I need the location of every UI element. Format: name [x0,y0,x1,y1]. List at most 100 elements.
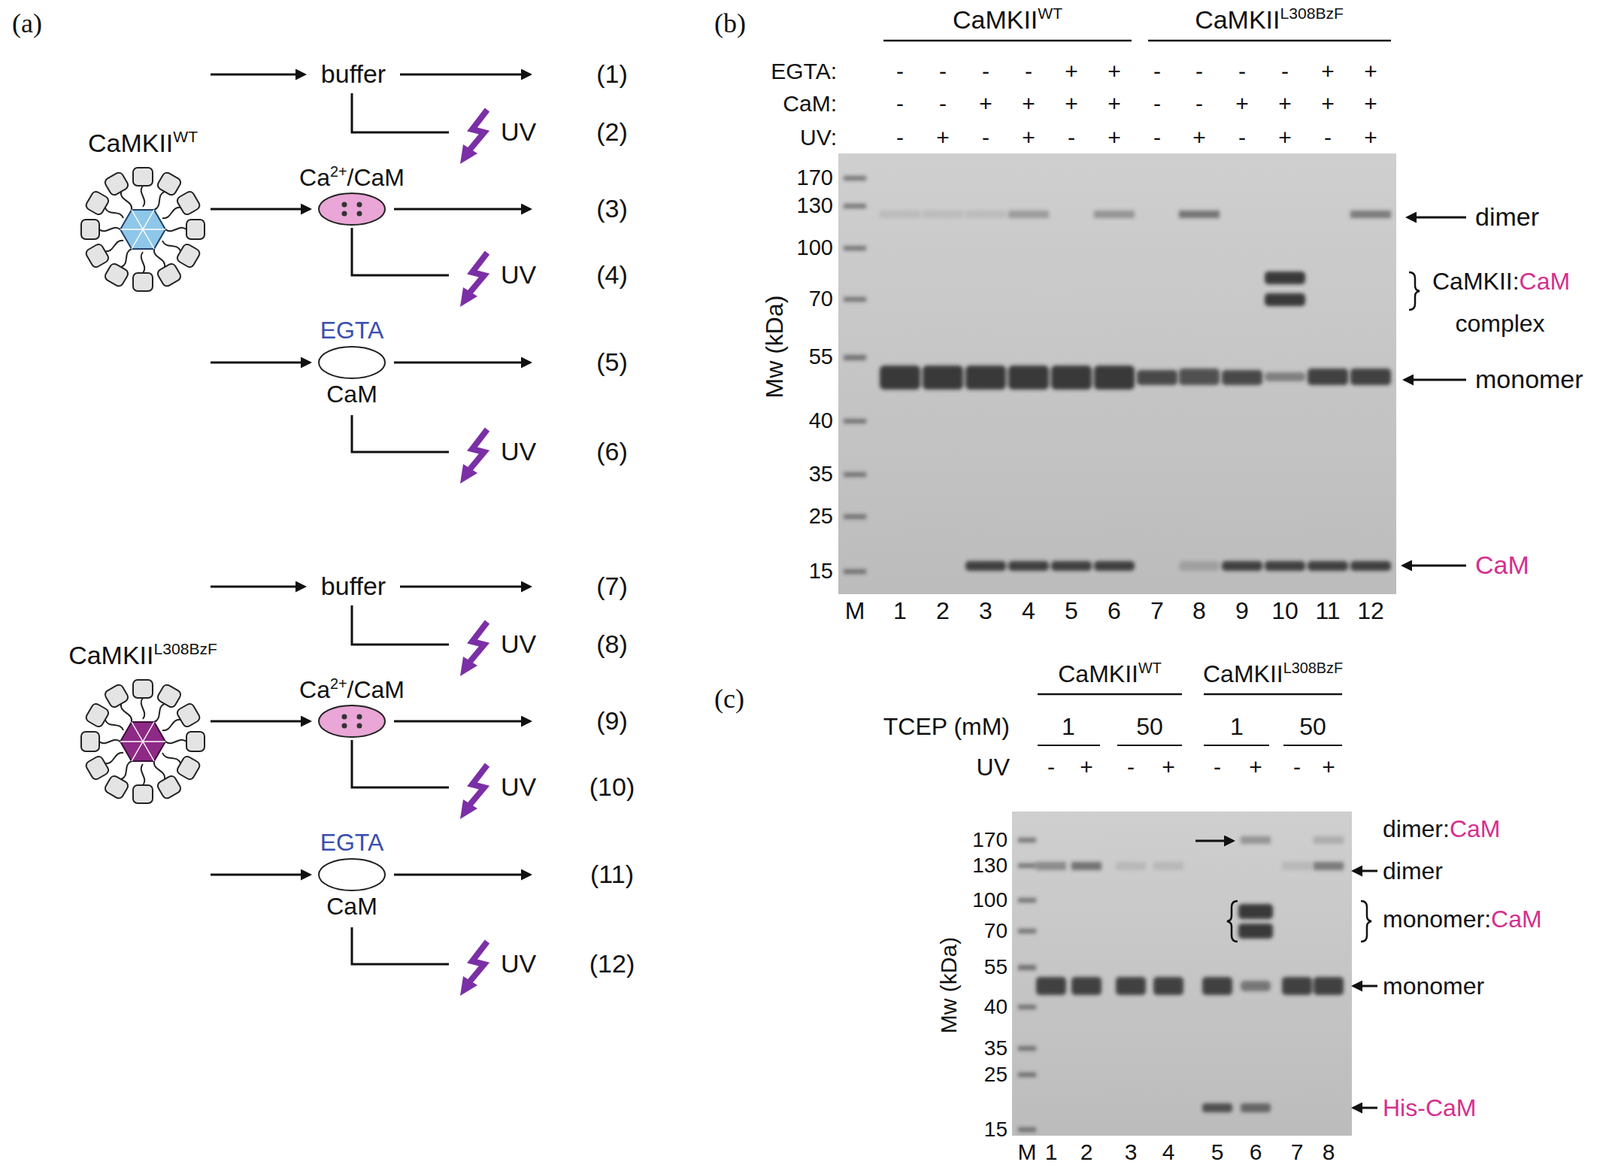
mw-tick: 55 [984,954,1008,979]
label-group: dimer:CaM [1382,815,1500,843]
calcium-dot [342,202,348,208]
plus-minus: - [1195,58,1204,85]
calmodulin-ellipse [316,856,388,893]
lane-number: 2 [1080,1139,1094,1166]
mw-tick: 100 [796,235,834,261]
ellipse-outline [318,193,385,225]
label-group: CaMKIIL308BzF [1194,4,1344,34]
mw-tick: 100 [972,887,1008,913]
mw-tick: 35 [984,1036,1008,1061]
sample-number: (10) [589,772,635,802]
band-label: monomer [1382,972,1485,1000]
node-text: Ca [299,163,331,191]
lane-number: 8 [1322,1139,1336,1166]
plus-minus: + [1064,90,1079,118]
plus-minus: + [1363,58,1378,85]
mw-tick: 170 [796,165,834,191]
plus-minus: + [1021,90,1036,118]
band-label: dimer [1382,857,1443,885]
tcep-value: 1 [1230,712,1244,741]
band-label: complex [1454,309,1545,338]
ellipse-outline [318,705,385,737]
superscript: L308BzF [1279,4,1343,22]
plus-minus: - [1213,754,1222,781]
sample-number: (12) [589,948,635,979]
row-label: UV: [800,124,837,152]
mw-tick: 130 [972,853,1008,878]
plus-minus: + [936,124,950,152]
mw-tick: 25 [984,1062,1008,1087]
lane-number: M [1018,1139,1037,1166]
plus-minus: + [1235,90,1249,118]
plus-minus: - [1293,754,1301,781]
plus-minus: + [1321,90,1335,118]
plus-minus: + [1107,124,1122,152]
plus-minus: - [1238,58,1246,85]
calmodulin-ellipse [316,344,388,381]
node-text: CaM [326,892,378,921]
plus-minus: - [1127,754,1135,781]
superscript: WT [1138,659,1162,676]
plus-minus: + [1079,754,1094,781]
label-text: monomer: [1382,905,1491,933]
lane-number: 2 [936,596,950,625]
sample-number: (8) [596,629,628,659]
plus-minus: - [1281,58,1289,85]
lane-number: 1 [893,596,907,625]
tcep-value: 50 [1299,712,1327,741]
sample-number: (4) [596,260,628,290]
label-group: CaMKIIWT [87,127,198,158]
plus-minus: + [1161,754,1176,781]
plus-minus: - [981,124,990,152]
lane-number: 6 [1107,596,1122,625]
node-label: Ca2+/CaM [299,163,405,191]
sample-number: (2) [596,117,628,147]
lane-number: 5 [1211,1139,1225,1166]
plus-minus: + [1107,90,1122,118]
plus-minus: - [1153,124,1161,152]
plus-minus: - [1153,58,1161,85]
label-text: CaM [1519,267,1571,295]
lane-number: 10 [1271,596,1299,625]
superscript: 2+ [330,675,348,692]
plus-minus: + [1021,124,1036,152]
sample-number: (7) [596,571,628,601]
node-text: /CaM [347,675,405,703]
tcep-value: 1 [1061,712,1076,741]
label-group: monomer:CaM [1382,905,1543,934]
label-group: CaMKII:CaM [1432,267,1570,296]
calcium-dot [357,202,363,208]
row-label: UV [976,753,1010,782]
mw-tick: 130 [796,193,834,219]
row-label: TCEP (mM) [883,712,1010,741]
superscript: 2+ [330,163,348,180]
node-text: EGTA [320,828,385,857]
uv-label: UV [500,629,537,659]
plus-minus: + [1107,58,1122,85]
condition-label: buffer [321,59,386,89]
lane-number: M [845,596,866,625]
superscript: WT [172,127,198,146]
label-group: CaMKIIWT [1057,659,1162,688]
panel-letter: (b) [714,8,746,40]
label-group: CaMKIIWT [952,4,1063,34]
plus-minus: + [1064,58,1079,85]
band-label: dimer [1475,202,1540,232]
node-text: Ca [299,675,331,703]
plus-minus: - [1067,124,1076,152]
lane-number: 3 [1124,1139,1138,1166]
plus-minus: - [1153,90,1161,118]
mw-tick: 170 [972,827,1008,852]
row-label: CaM: [782,90,837,118]
sample-number: (9) [596,706,628,736]
plus-minus: + [1363,90,1378,118]
plus-minus: + [1192,124,1207,152]
lane-number: 6 [1249,1139,1263,1166]
sample-number: (3) [596,193,628,224]
calcium-dot [342,723,348,729]
band-label: monomer [1475,364,1584,394]
axis-label: Mw (kDa) [760,295,789,399]
mw-tick: 40 [809,408,834,434]
label-text: CaMKII: [1432,267,1520,295]
mw-tick: 55 [809,344,834,370]
